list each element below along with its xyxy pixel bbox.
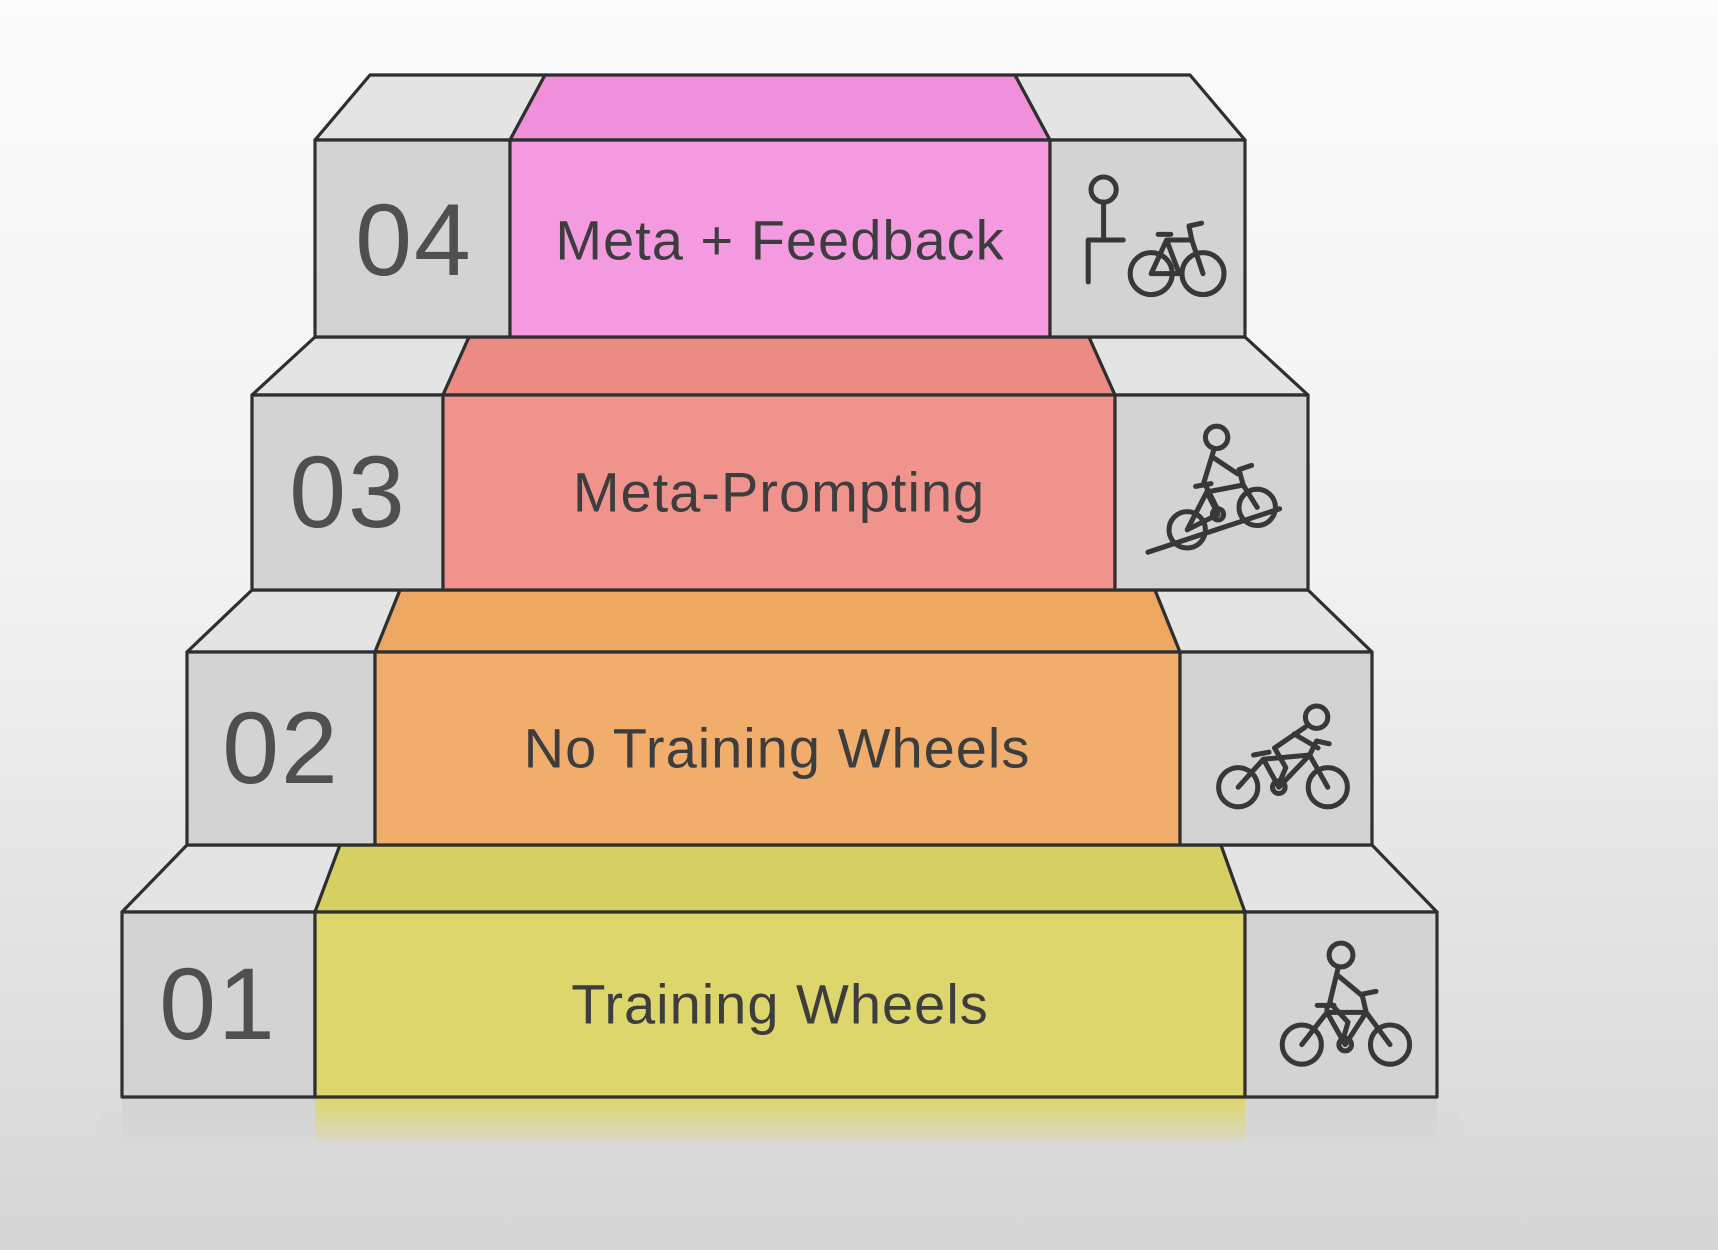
person-standing-with-bike-icon — [1085, 174, 1227, 298]
text-layer: 04 Meta + Feedback 03 Meta-Prompting 02 … — [159, 183, 1031, 1061]
base-fade — [100, 1099, 1460, 1151]
step-1-top-face-left — [120, 843, 342, 914]
step-4-label-panel — [508, 138, 1052, 339]
step-2-top-face-right — [1153, 588, 1374, 654]
step-3-top-face-right — [1087, 335, 1310, 397]
cyclist-leaning-forward-icon — [1216, 703, 1350, 810]
step-3-label: Meta-Prompting — [573, 461, 985, 524]
step-1-top-face-center — [313, 843, 1247, 914]
step-3 — [250, 335, 1310, 592]
step-4-top-face-center — [508, 73, 1052, 142]
step-2-label-panel — [373, 650, 1182, 847]
step-2-top-face-center — [373, 588, 1182, 654]
step-1-number: 01 — [159, 947, 276, 1061]
step-4-label: Meta + Feedback — [555, 209, 1004, 272]
step-4-number: 04 — [355, 183, 472, 297]
step-1-label: Training Wheels — [571, 973, 989, 1036]
icon-layer — [1085, 174, 1413, 1067]
step-3-number-panel — [250, 393, 445, 592]
step-3-label-panel — [441, 393, 1117, 592]
step-2 — [185, 588, 1374, 847]
step-2-number-panel — [185, 650, 377, 847]
step-4 — [313, 73, 1247, 339]
step-1-label-panel — [313, 910, 1247, 1099]
step-3-top-face-center — [441, 335, 1117, 397]
step-1 — [120, 843, 1439, 1099]
step-2-number: 02 — [222, 691, 339, 805]
step-2-top-face-left — [185, 588, 402, 654]
step-4-icon-panel — [1048, 138, 1247, 339]
step-1-top-face-right — [1219, 843, 1439, 914]
staircase-faces — [120, 73, 1439, 1099]
step-4-top-face-right — [1013, 73, 1247, 142]
step-1-icon-panel — [1243, 910, 1439, 1099]
step-1-number-panel — [120, 910, 317, 1099]
cyclist-riding-icon — [1279, 940, 1413, 1067]
step-3-top-face-left — [250, 335, 471, 397]
step-3-number: 03 — [289, 435, 406, 549]
step-4-top-face-left — [313, 73, 547, 142]
cyclist-uphill-icon — [1145, 423, 1283, 555]
step-2-label: No Training Wheels — [524, 717, 1031, 780]
